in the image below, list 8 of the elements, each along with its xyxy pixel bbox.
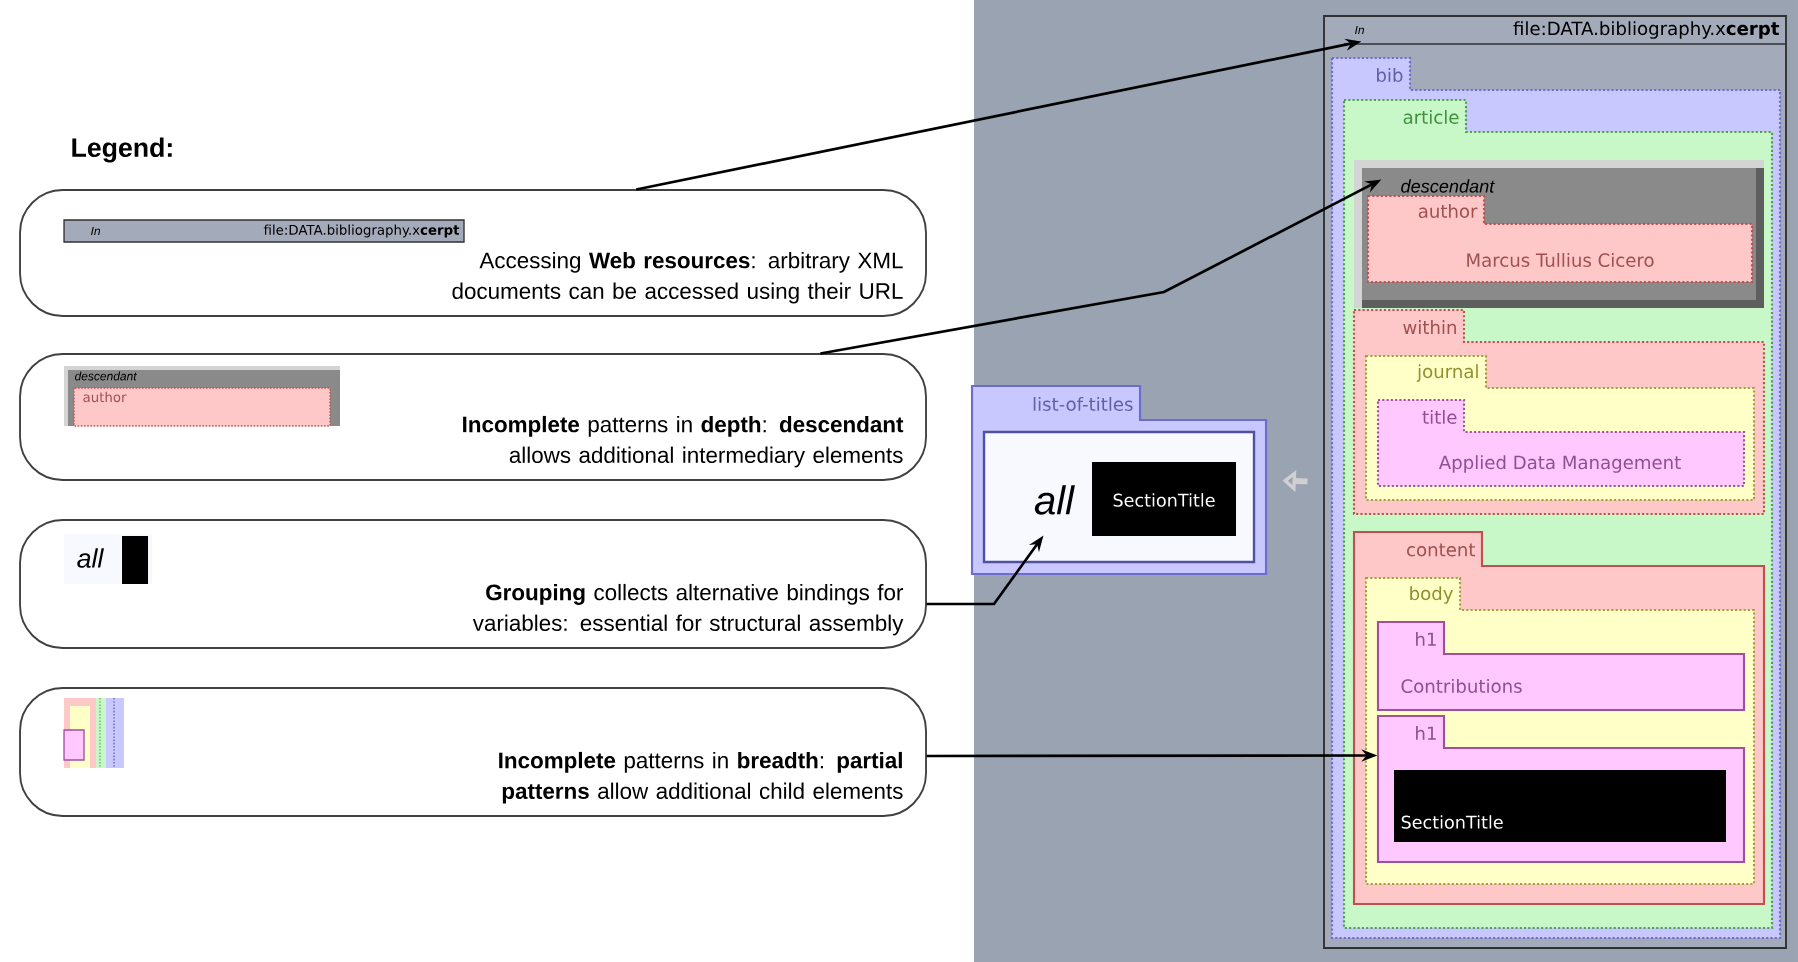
element-box: author Marcus Tullius Cicero bbox=[1366, 194, 1754, 284]
variable-box: SectionTitle bbox=[1394, 770, 1726, 842]
legend-heading: Legend: bbox=[72, 137, 172, 163]
callout-box: Incomplete patterns in breadth: partial patterns allow additional child elements bbox=[19, 687, 927, 817]
element-box: title Applied Data Management bbox=[1376, 398, 1746, 488]
variable-box: SectionTitle bbox=[1092, 462, 1236, 536]
thumbnail-drawing bbox=[63, 697, 125, 769]
snippet-thumbnail: all bbox=[64, 534, 153, 584]
